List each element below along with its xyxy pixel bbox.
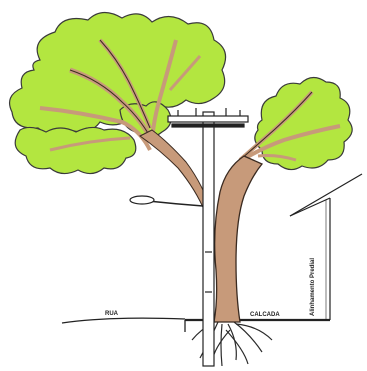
street-lamp [130, 196, 203, 206]
left-tree-crown [10, 12, 226, 173]
lamp-head [130, 196, 154, 204]
main-trunk [214, 156, 262, 322]
street-surface-line [62, 318, 185, 323]
pole-body [203, 112, 214, 366]
building-setback-label: Alinhamento Predial [310, 258, 316, 316]
ground [62, 318, 330, 332]
pole-crossarm-lower [172, 124, 244, 127]
lamp-arm [148, 201, 203, 206]
street-label: RUA [105, 311, 119, 317]
sidewalk-label: CALCADA [250, 312, 280, 318]
pole-crossarm [168, 116, 248, 122]
building-outline [290, 174, 362, 320]
building-eave-line [290, 198, 330, 216]
